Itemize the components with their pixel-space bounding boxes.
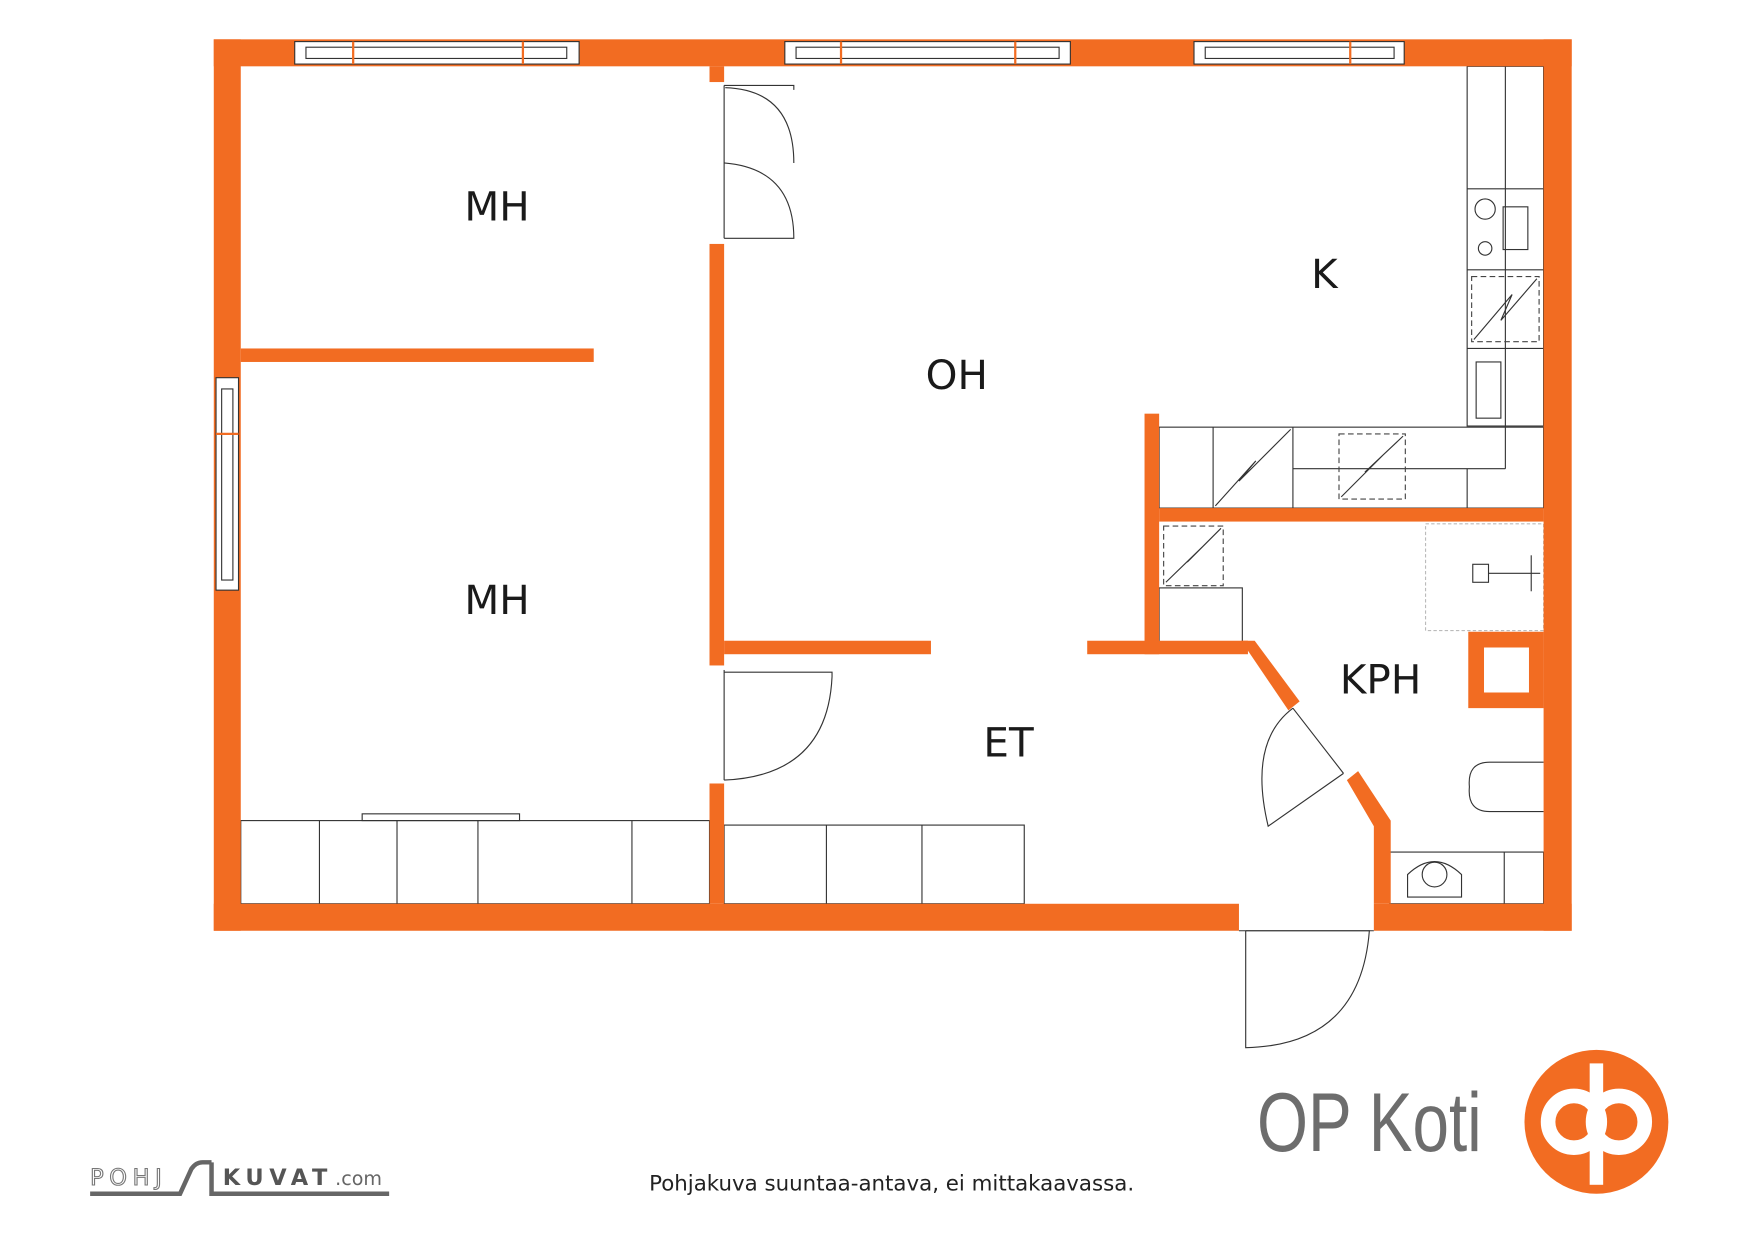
toilet-icon	[1468, 761, 1544, 813]
shower-area	[1424, 523, 1545, 632]
wardrobes-bedroom	[240, 813, 711, 905]
door-entrance	[1245, 930, 1370, 1049]
room-label-hall: ET	[983, 719, 1034, 767]
wardrobes-hall	[723, 824, 1025, 905]
room-label-bedroom-1: MH	[464, 182, 529, 230]
windows	[215, 41, 1405, 591]
disclaimer-text: Pohjakuva suuntaa-antava, ei mittakaavas…	[649, 1171, 1134, 1196]
room-label-bedroom-2: MH	[464, 576, 529, 624]
op-logo-icon	[1524, 1049, 1669, 1194]
bathroom-fixtures	[1158, 523, 1545, 905]
room-label-bathroom: KPH	[1340, 656, 1421, 704]
fridge-icon	[1471, 275, 1540, 343]
doors	[723, 84, 1374, 1049]
washbasin-icon	[1407, 861, 1463, 898]
pohjakuvat-logo: POHJ KUVAT .com	[90, 1160, 390, 1197]
svg-text:.com: .com	[335, 1167, 382, 1190]
stove-burner-icon	[1477, 241, 1493, 256]
shower-icon	[1472, 563, 1490, 583]
door-bedroom	[724, 671, 833, 781]
stove-burner-icon	[1474, 198, 1496, 220]
dishwasher-icon	[1214, 429, 1292, 507]
svg-text:POHJ: POHJ	[90, 1165, 167, 1191]
kitchen-counter	[1158, 65, 1545, 509]
door-bathroom	[1261, 707, 1344, 828]
oven-icon	[1338, 433, 1406, 500]
svg-text:KUVAT: KUVAT	[223, 1165, 333, 1191]
sink-icon	[1475, 361, 1502, 419]
brand-name: OP Koti	[1257, 1076, 1482, 1169]
walls	[213, 39, 1572, 931]
room-label-kitchen: K	[1311, 250, 1339, 298]
floorplan: MH MH OH K ET KPH	[213, 39, 1572, 1049]
room-label-living-room: OH	[926, 351, 988, 399]
washing-machine-icon	[1163, 525, 1224, 587]
